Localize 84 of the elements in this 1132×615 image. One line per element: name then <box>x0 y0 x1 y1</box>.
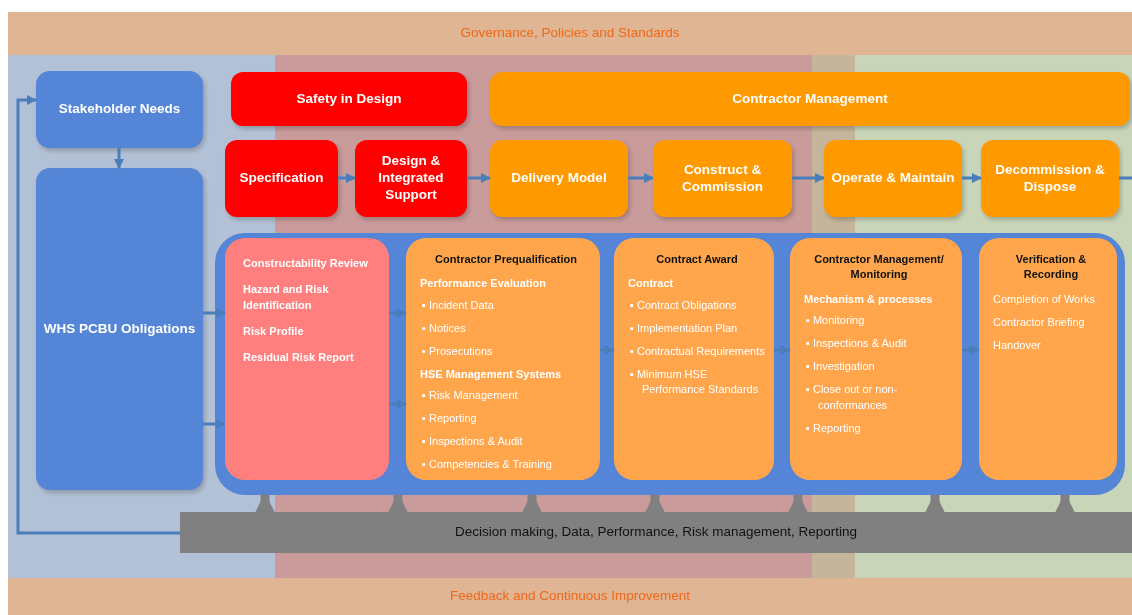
arrow <box>962 345 980 355</box>
card-text: Contractor Briefing <box>993 314 1086 330</box>
card-heading: Contract Award <box>656 252 738 267</box>
process-box <box>490 72 1130 126</box>
process-box <box>355 140 467 217</box>
list-item: ▪ Competencies & Training <box>422 456 553 472</box>
list-item: ▪ Risk Management <box>422 387 519 403</box>
list-item: ▪ Incident Data <box>422 297 495 313</box>
arrow <box>203 308 226 318</box>
list-item: ▪ Close out or non-conformances <box>806 381 899 413</box>
list-item: ▪ Monitoring <box>806 313 866 329</box>
arrow <box>628 173 654 183</box>
arrow <box>389 399 407 409</box>
box-label: Governance, Policies and Standards <box>460 25 680 42</box>
card-heading: Contractor Prequalification <box>435 252 577 267</box>
process-card <box>225 238 389 480</box>
card-text: Completion of Works <box>993 291 1096 307</box>
arrow <box>924 492 946 515</box>
box-label: WHS PCBU Obligations <box>43 320 196 338</box>
card-text: Risk Profile <box>243 323 305 339</box>
process-card <box>790 238 962 480</box>
arrow <box>16 95 180 535</box>
list-item: ▪ Inspections & Audit <box>806 336 908 351</box>
box-label: Contractor Management <box>732 90 888 108</box>
arrow <box>338 173 356 183</box>
process-box <box>36 168 203 490</box>
card-text: Constructability Review <box>243 256 369 271</box>
arrow <box>792 173 825 183</box>
arrow <box>962 173 982 183</box>
card-heading: Contractor Management/ Monitoring <box>813 252 945 283</box>
box-label: Delivery Model <box>511 170 607 187</box>
band <box>8 12 1132 55</box>
arrow <box>387 492 409 515</box>
arrow <box>467 173 491 183</box>
list-item: ▪ Prosecutions <box>422 343 494 359</box>
process-box <box>231 72 467 126</box>
box-label: Stakeholder Needs <box>58 101 181 118</box>
card-heading: Verification & Recording <box>1014 252 1088 283</box>
arrow <box>114 148 124 169</box>
box-label: Decommission & Dispose <box>994 161 1106 196</box>
list-item: ▪ Implementation Plan <box>630 320 739 336</box>
list-item: ▪ Reporting <box>806 420 862 436</box>
process-box <box>36 71 203 148</box>
box-label: Design & Integrated Support <box>377 153 445 204</box>
process-box <box>653 140 792 217</box>
process-box <box>225 140 338 217</box>
list-item: ▪ Minimum HSE Performance Standards <box>630 366 760 398</box>
box-label: Specification <box>239 170 324 187</box>
list-item: ▪ Contract Obligations <box>630 297 738 313</box>
box-label: Feedback and Continuous Improvement <box>449 588 691 605</box>
list-item: ▪ Inspections & Audit <box>422 433 524 449</box>
section-heading: Performance Evaluation <box>420 276 547 291</box>
arrow <box>787 492 809 515</box>
list-item: ▪ Investigation <box>806 358 876 374</box>
process-card <box>406 238 600 480</box>
box-label: Safety in Design <box>296 90 402 108</box>
box-label: Construct & Commission <box>681 161 764 196</box>
feedback-bar <box>180 512 1132 553</box>
process-box <box>981 140 1119 217</box>
section-heading: Contract <box>628 276 675 291</box>
container-panel <box>215 233 1125 495</box>
card-text: Hazard and Risk Identification <box>243 281 330 313</box>
list-item: ▪ Reporting <box>422 410 478 426</box>
process-box <box>490 140 628 217</box>
process-card <box>614 238 774 480</box>
band <box>8 578 1132 615</box>
section-heading: HSE Management Systems <box>420 366 563 381</box>
arrow <box>254 492 276 515</box>
arrow <box>774 345 791 355</box>
arrow <box>600 345 615 355</box>
list-item: ▪ Contractual Requirements <box>630 343 766 359</box>
arrow <box>389 308 407 318</box>
section-heading: Mechanism & processes <box>804 291 934 307</box>
process-box <box>824 140 962 217</box>
list-item: ▪ Notices <box>422 320 467 336</box>
box-label: Decision making, Data, Performance, Risk management, Reporting <box>454 524 858 541</box>
process-card <box>979 238 1117 480</box>
card-text: Residual Risk Report <box>243 349 355 365</box>
arrow <box>521 492 543 515</box>
box-label: Operate & Maintain <box>831 170 955 187</box>
arrow <box>203 419 226 429</box>
arrow <box>644 492 666 515</box>
arrow <box>1054 492 1076 515</box>
card-text: Handover <box>993 337 1042 353</box>
